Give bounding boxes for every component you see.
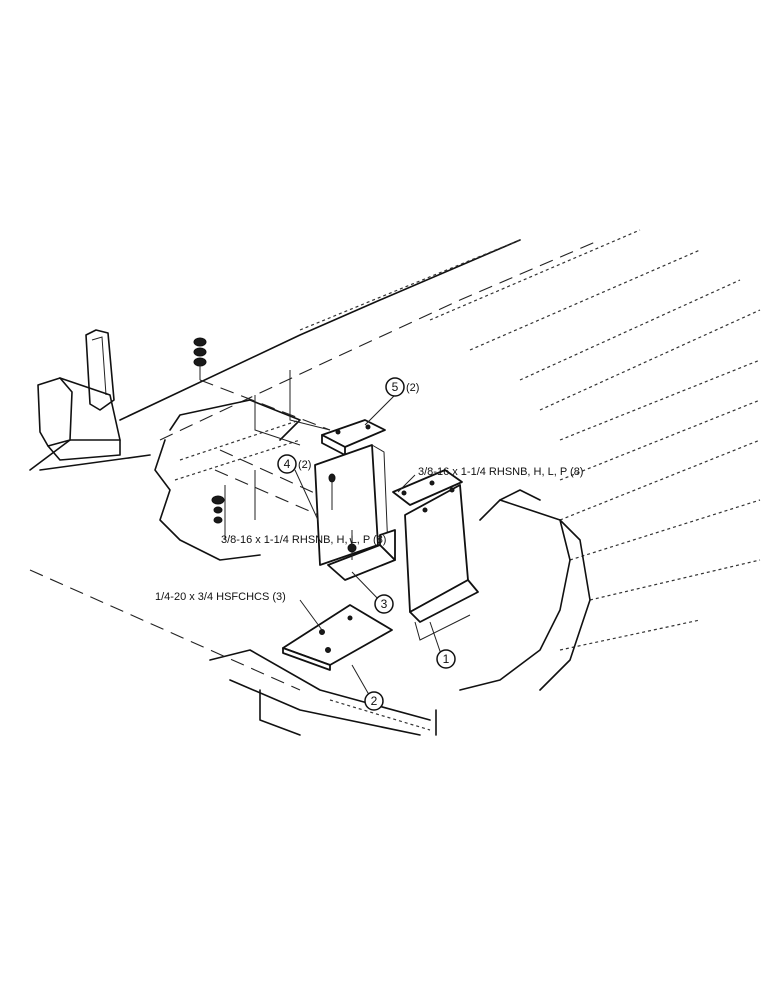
- callout-1: 1: [436, 649, 456, 669]
- part-1-large-bracket: [392, 469, 479, 641]
- callout-4-number: 4: [284, 457, 291, 471]
- callout-4: 4: [277, 454, 297, 474]
- callout-2-number: 2: [371, 694, 378, 708]
- callout-4-qty: (2): [298, 459, 311, 471]
- callout-1-number: 1: [443, 652, 450, 666]
- callout-5-qty: (2): [406, 382, 419, 394]
- callout-3: 3: [374, 594, 394, 614]
- part-5-plate: [321, 419, 386, 456]
- chassis-frame: [29, 229, 761, 736]
- callout-5: 5: [385, 377, 405, 397]
- bolt-label-middle: 3/8-16 x 1-1/4 RHSNB, H, L, P (8): [221, 534, 386, 546]
- screw-label-lower: 1/4-20 x 3/4 HSFCHCS (3): [155, 591, 286, 603]
- bolt-label-upper: 3/8-16 x 1-1/4 RHSNB, H, L, P (8): [418, 466, 583, 478]
- callout-2: 2: [364, 691, 384, 711]
- callout-3-number: 3: [381, 597, 388, 611]
- nut-stack-upper: [193, 337, 207, 380]
- callout-5-number: 5: [392, 380, 399, 394]
- nut-stack-lower: [211, 495, 225, 524]
- part-2-floor-plate: [282, 604, 393, 671]
